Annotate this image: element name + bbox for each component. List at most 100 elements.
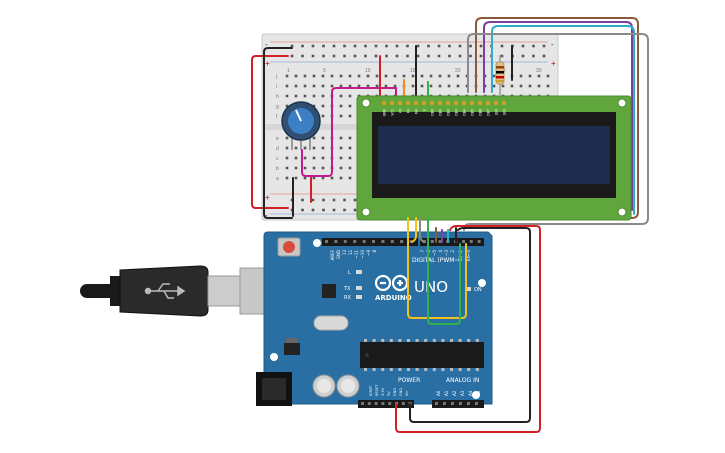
header-hole: [367, 402, 371, 405]
wire-magenta-contrast[interactable]: [301, 87, 397, 177]
rail-hole: [500, 54, 504, 58]
breadboard-hole: [321, 94, 325, 98]
breadboard-hole: [339, 176, 343, 180]
lcd-pin: [469, 100, 475, 106]
rail-hole: [332, 208, 336, 212]
chip-pin: [415, 339, 419, 342]
rail-hole: [406, 44, 409, 48]
led-on-label: ON: [474, 287, 482, 293]
rail-hole: [521, 54, 525, 58]
header-hole: [372, 240, 375, 243]
wire-brown-data[interactable]: [475, 17, 639, 219]
wire-yellow-e[interactable]: [411, 217, 417, 243]
breadboard-hole: [339, 166, 343, 170]
usb-icon-dot: [144, 287, 152, 295]
lcd-pin-label: VCC: [391, 108, 395, 115]
chip-pin: [398, 339, 402, 342]
row-letter: b: [276, 166, 279, 172]
breadboard-hole: [285, 84, 289, 88]
lcd-screen: [378, 126, 610, 184]
chip-pin: [441, 339, 445, 342]
chip-pin: [424, 368, 428, 371]
analog-pin-label: A2: [452, 390, 457, 396]
breadboard-hole: [303, 146, 307, 150]
lcd-pin: [437, 100, 443, 106]
rail-hole: [311, 54, 315, 58]
capacitor-top: [341, 379, 355, 393]
reset-button[interactable]: [283, 241, 295, 253]
header-hole: [390, 240, 394, 243]
header-hole: [443, 402, 446, 405]
wire-green-e[interactable]: [427, 217, 461, 325]
header-hole: [409, 240, 413, 243]
usb-cable: [80, 265, 275, 317]
breadboard-hole: [492, 84, 496, 88]
breadboard-hole: [348, 94, 352, 98]
header-hole: [381, 240, 385, 243]
wire-gray-d4[interactable]: [419, 217, 425, 243]
rail-hole: [521, 44, 525, 48]
rail-hole: [416, 44, 420, 48]
wire-cyan-data[interactable]: [491, 25, 635, 215]
board-mount-hole: [472, 391, 480, 399]
wire-black-gnd[interactable]: [409, 227, 531, 423]
usb-icon-branch: [157, 283, 170, 292]
resistor-band: [496, 71, 504, 74]
lcd-pin-label: RW: [415, 108, 419, 114]
lcd-pin-label: LED: [495, 108, 499, 115]
lcd-pin: [397, 100, 403, 106]
chip-pin: [458, 368, 462, 371]
power-pin-label: 3.3V: [381, 387, 385, 396]
column-number: 15: [410, 68, 416, 74]
pin-label: ~3: [444, 250, 449, 256]
rail-hole: [290, 44, 294, 48]
header-hole: [435, 402, 438, 405]
breadboard-hole: [312, 146, 316, 150]
rail-hole: [322, 44, 325, 48]
power-jack-inner: [262, 378, 286, 400]
wire-red-5v[interactable]: [395, 225, 541, 433]
led-l-label: L: [348, 270, 351, 276]
lcd-pin-label: DB4: [463, 109, 467, 116]
wire-yellow-rs[interactable]: [407, 217, 467, 319]
column-number: 5: [323, 68, 326, 74]
row-letter: i: [276, 84, 277, 90]
led-rx: [356, 295, 362, 299]
breadboard-hole: [303, 94, 307, 98]
breadboard-hole: [348, 156, 352, 160]
potentiometer[interactable]: [281, 101, 321, 150]
pin-label: ~11: [354, 250, 359, 259]
pin-label: ~10: [360, 250, 365, 259]
wire-purple-data[interactable]: [483, 21, 633, 211]
wire-red-left-rail[interactable]: [251, 55, 289, 209]
pin-label: 13: [342, 250, 347, 256]
breadboard-hole: [519, 74, 523, 78]
rail-hole: [353, 198, 357, 202]
wire-gray-data[interactable]: [463, 33, 649, 231]
wire-black-left-rail[interactable]: [263, 47, 293, 219]
breadboard-hole: [330, 176, 334, 180]
mount-hole: [617, 98, 627, 108]
resistor: [495, 55, 505, 95]
capacitor-top: [317, 379, 331, 393]
lcd-pin: [389, 100, 395, 106]
rail-hole: [542, 44, 546, 48]
breadboard-hole: [348, 84, 352, 88]
breadboard-hole: [348, 74, 352, 78]
breadboard-hole: [285, 156, 289, 160]
rail-hole: [406, 54, 409, 58]
breadboard-hole: [411, 74, 415, 78]
header-hole: [462, 240, 465, 243]
breadboard-hole: [375, 74, 379, 78]
crystal: [313, 315, 349, 331]
column-number: 10: [365, 68, 371, 74]
breadboard-hole: [285, 94, 289, 98]
breadboard-hole: [321, 104, 325, 108]
rail-hole: [311, 198, 315, 202]
atmega-chip: [360, 342, 484, 368]
breadboard-hole: [348, 176, 352, 180]
breadboard-hole: [303, 74, 307, 78]
chip-pin: [381, 368, 385, 371]
pin-label: GND: [336, 250, 341, 259]
